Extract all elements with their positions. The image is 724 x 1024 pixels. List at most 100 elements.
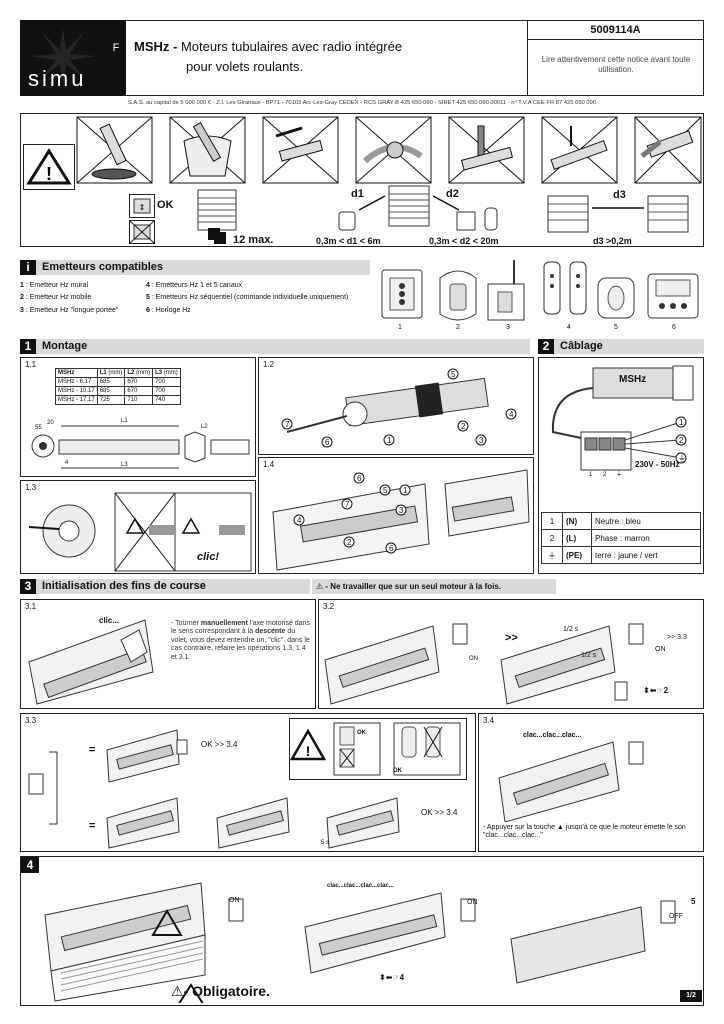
section-title: Montage	[42, 340, 88, 352]
mounting-in-box-diagram: 6 7 5 1 4 2 6 3	[272, 469, 530, 571]
d2-range: 0,3m < d2 < 20m	[429, 236, 499, 246]
up-button-sequence	[498, 741, 644, 822]
panel-1-3: 1.3 clic!	[20, 480, 256, 574]
mobile-emitter-icon	[439, 270, 477, 321]
device-number-5: 5	[614, 324, 618, 331]
distance-diagram-d1-d2	[338, 185, 498, 231]
wiring-panel: 1 2 ⏚ MSHz 1 2 ⏚ 230V - 50Hz 1(N)Neutre …	[538, 357, 704, 574]
next-arrow: >>	[505, 632, 518, 644]
ok-label: OK	[157, 199, 174, 211]
safety-panel: ! ⇕	[20, 113, 704, 247]
svg-text:6: 6	[357, 474, 362, 483]
dim-20: 20	[47, 420, 54, 426]
terminal-ground: ⏚	[616, 472, 623, 478]
section-montage-header: 1 Montage	[20, 339, 530, 354]
prohibited-drop-icon	[76, 116, 153, 184]
panel-label: 3.1	[25, 602, 37, 611]
warning-icon: ⚠	[171, 983, 184, 999]
clac-sound: clac...clac...clac...	[523, 732, 582, 739]
title-box: MSHz - Moteurs tubulaires avec radio int…	[126, 20, 528, 96]
motor-dimension-drawing	[31, 425, 250, 469]
sequential-emitter-icon	[597, 277, 635, 319]
svg-text:6: 6	[389, 544, 394, 553]
terminal-1: 1	[589, 472, 593, 478]
final-adjustment-diagrams	[44, 882, 676, 1003]
title-line1: Moteurs tubulaires avec radio intégrée	[177, 39, 403, 54]
svg-text:⏚: ⏚	[678, 454, 686, 463]
dim-55: 55	[35, 425, 42, 431]
voltage-label: 230V - 50Hz	[635, 460, 680, 469]
legend-row: ⏚(PE)terre : jaune / vert	[541, 546, 701, 564]
svg-text:2: 2	[679, 436, 684, 445]
panel-3-2: 3.2 ON >> 1/2 s 1/2 s >> 3.3 ON ⬍⬅☞2	[318, 599, 704, 709]
panel-3-3: 3.3 = = OK >> 3.4 OK >> 3.4 5 s ! OK OK	[20, 713, 476, 852]
wiring-diagram: 1 2 ⏚	[551, 365, 694, 471]
section-num: 3	[20, 579, 36, 594]
legend-row: 2(L)Phase : marron	[541, 529, 701, 547]
company-line: S.A.S. au capital de 5 000 000 € - Z.I. …	[127, 100, 597, 106]
wall-emitter-icon	[381, 269, 423, 319]
panel-label: 1.2	[263, 360, 275, 369]
on-label-b: ON	[467, 899, 478, 906]
distance-diagram-d3	[547, 195, 689, 233]
panel-label: 3.3	[25, 716, 37, 725]
section-4-num: 4	[21, 857, 39, 873]
switch-icon: ⇕	[133, 198, 151, 214]
ok-to-3-4-bottom: OK >> 3.4	[421, 808, 458, 817]
panel-label: 3.2	[323, 602, 335, 611]
lang-code: F	[106, 20, 126, 96]
motor-label: MSHz	[619, 374, 647, 385]
title-bold: MSHz -	[134, 39, 178, 54]
svg-text:4: 4	[297, 516, 302, 525]
wall-switch-ok: ⇕	[129, 194, 155, 218]
warning-icon: ⚠	[316, 582, 326, 591]
half-second-2: 1/2 s	[581, 652, 597, 659]
device-number-6: 6	[672, 324, 676, 331]
power-on-sequence	[324, 623, 644, 705]
section-num: 2	[538, 339, 554, 354]
svg-text:4: 4	[509, 410, 514, 419]
five-seconds: 5 s	[321, 840, 330, 846]
crossed-switch-icon	[129, 220, 155, 244]
emitter-list-left: 1 : Emetteur Hz mural 2 : Emetteur Hz mo…	[20, 282, 119, 314]
crown-wheel-diagram	[28, 492, 252, 572]
off-label: OFF	[669, 913, 683, 920]
section-title: Initialisation des fins de course	[42, 580, 206, 592]
motor-insertion-diagram: 5 4 2 3 1 6 7	[281, 368, 517, 448]
svg-text:2: 2	[461, 422, 466, 431]
dim-L2: L2	[201, 424, 208, 430]
panel-1-1: 1.1 MSHz L1 (mm) L2 (mm) L3 (mm) MSHz - …	[20, 357, 256, 477]
svg-text:3: 3	[479, 436, 484, 445]
direction-check-sequence	[28, 729, 400, 849]
panel-label: 1.3	[25, 483, 37, 492]
emitter-list-right: 4 : Emetteurs Hz 1 et 5 canaux 5 : Emett…	[146, 282, 349, 314]
svg-text:1: 1	[387, 436, 392, 445]
clock-emitter-icon	[647, 273, 699, 319]
prohibited-actions-row	[76, 116, 702, 184]
section-title: Câblage	[560, 340, 603, 352]
device-number-3: 3	[506, 324, 510, 331]
clac-sound-4: clac...clac...clac...clac...	[327, 883, 394, 889]
panel-label: 3.4	[483, 716, 495, 725]
step-2-marker: ⬍⬅☞2	[643, 686, 669, 695]
notice-text: Lire attentivement cette notice avant to…	[541, 55, 691, 74]
step-5-marker: 5	[691, 897, 696, 906]
section-num: i	[20, 260, 36, 275]
section-init-header: 3 Initialisation des fins de course ⚠ - …	[20, 579, 704, 594]
terminal-2: 2	[603, 472, 607, 478]
section-num: 1	[20, 339, 36, 354]
logo-mark-icon	[30, 28, 96, 86]
warning-icon: !	[26, 148, 72, 185]
panel-3-1: 3.1 clic... - Tourner manuellement l'axe…	[20, 599, 316, 709]
dim-L3: L3	[121, 462, 128, 468]
panel-1-4: 1.4 6 7 5 1 4 2 6 3	[258, 457, 534, 574]
shutter-remote-stack-icon	[197, 189, 237, 244]
wiring-legend: 1(N)Neutre : bleu 2(L)Phase : marron ⏚(P…	[541, 512, 701, 564]
panel-label: 1.4	[263, 460, 275, 469]
step-3-1-text: - Tourner manuellement l'axe motorisé da…	[171, 620, 310, 661]
d1-label: d1	[351, 188, 364, 200]
section-title: Emetteurs compatibles	[42, 261, 164, 273]
